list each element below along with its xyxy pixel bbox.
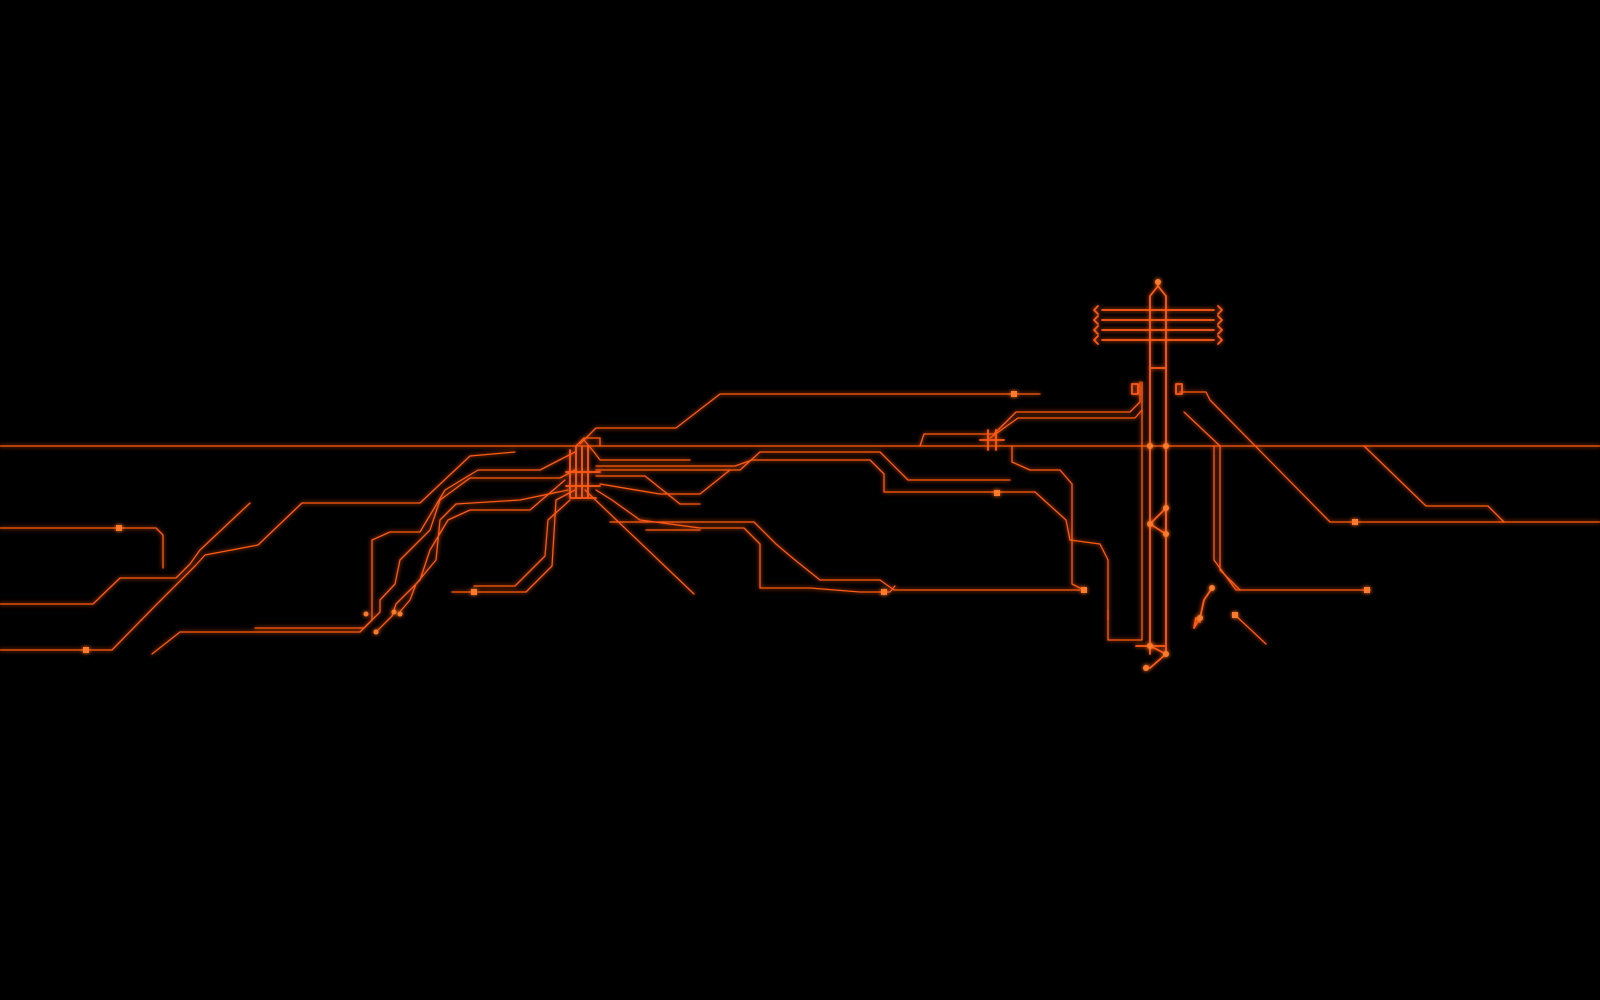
- pole-crossarms: [1101, 309, 1215, 341]
- node: [391, 609, 397, 615]
- trace-center-fan-7: [609, 521, 1081, 591]
- pad: [1352, 519, 1358, 525]
- node: [363, 611, 369, 617]
- trace-center-fan-3: [595, 475, 701, 505]
- trace-right-2: [989, 409, 1143, 439]
- pad: [116, 525, 122, 531]
- trace-left-1: [0, 527, 164, 569]
- node: [1147, 643, 1153, 649]
- trace-left-4: [151, 451, 576, 655]
- trace-center-fan-1: [584, 489, 695, 595]
- node: [1163, 651, 1169, 657]
- circuit-traces: [0, 279, 1600, 669]
- trace-left-7: [397, 489, 569, 615]
- node: [1143, 665, 1149, 671]
- pole-left-drop: [1107, 381, 1143, 641]
- node: [397, 611, 403, 617]
- pad: [471, 589, 477, 595]
- pad: [1011, 391, 1017, 397]
- trace-left-5: [254, 469, 576, 629]
- node: [1155, 279, 1161, 285]
- pad: [994, 490, 1000, 496]
- trace-pole-right-4: [1219, 445, 1241, 591]
- pad: [83, 647, 89, 653]
- trace-left-3: [0, 451, 516, 651]
- node: [373, 629, 379, 635]
- pad: [881, 589, 887, 595]
- junction-hook: [575, 437, 601, 461]
- pole-brace: [1149, 507, 1167, 535]
- trace-left-9: [477, 489, 576, 593]
- pole-insulators-right: [1217, 305, 1223, 345]
- node: [1147, 521, 1153, 527]
- solder-pads: [83, 279, 1370, 671]
- trace-center-fan-4: [595, 451, 1011, 481]
- trace-pole-right-5: [1363, 445, 1505, 523]
- junction-bundle: [565, 445, 601, 499]
- node: [1163, 443, 1169, 449]
- node: [1197, 615, 1203, 621]
- node: [1209, 585, 1215, 591]
- pole-shaft: [1149, 285, 1167, 655]
- node: [1163, 505, 1169, 511]
- trace-pole-right-7: [1233, 613, 1267, 645]
- trace-left-2: [0, 502, 251, 605]
- trace-pole-right-1: [1179, 391, 1600, 523]
- trace-center-fan-5: [595, 459, 1109, 621]
- trace-upper-1: [579, 393, 1016, 445]
- pad: [1081, 587, 1087, 593]
- trace-right-4: [1011, 445, 1085, 591]
- pole-bracket-right: [1175, 383, 1183, 395]
- trace-center-fan-2: [595, 489, 896, 593]
- trace-pole-right-6: [1193, 587, 1213, 629]
- pole-insulators-left: [1093, 305, 1099, 345]
- trace-right-3: [979, 429, 1005, 451]
- pad: [1232, 612, 1238, 618]
- trace-center-fan-6: [599, 469, 731, 495]
- node: [1147, 443, 1153, 449]
- pole-bracket-left: [1131, 383, 1139, 395]
- node: [1163, 531, 1169, 537]
- pad: [1364, 587, 1370, 593]
- trace-pole-right-2: [1183, 411, 1221, 447]
- trace-right-1: [919, 381, 1141, 447]
